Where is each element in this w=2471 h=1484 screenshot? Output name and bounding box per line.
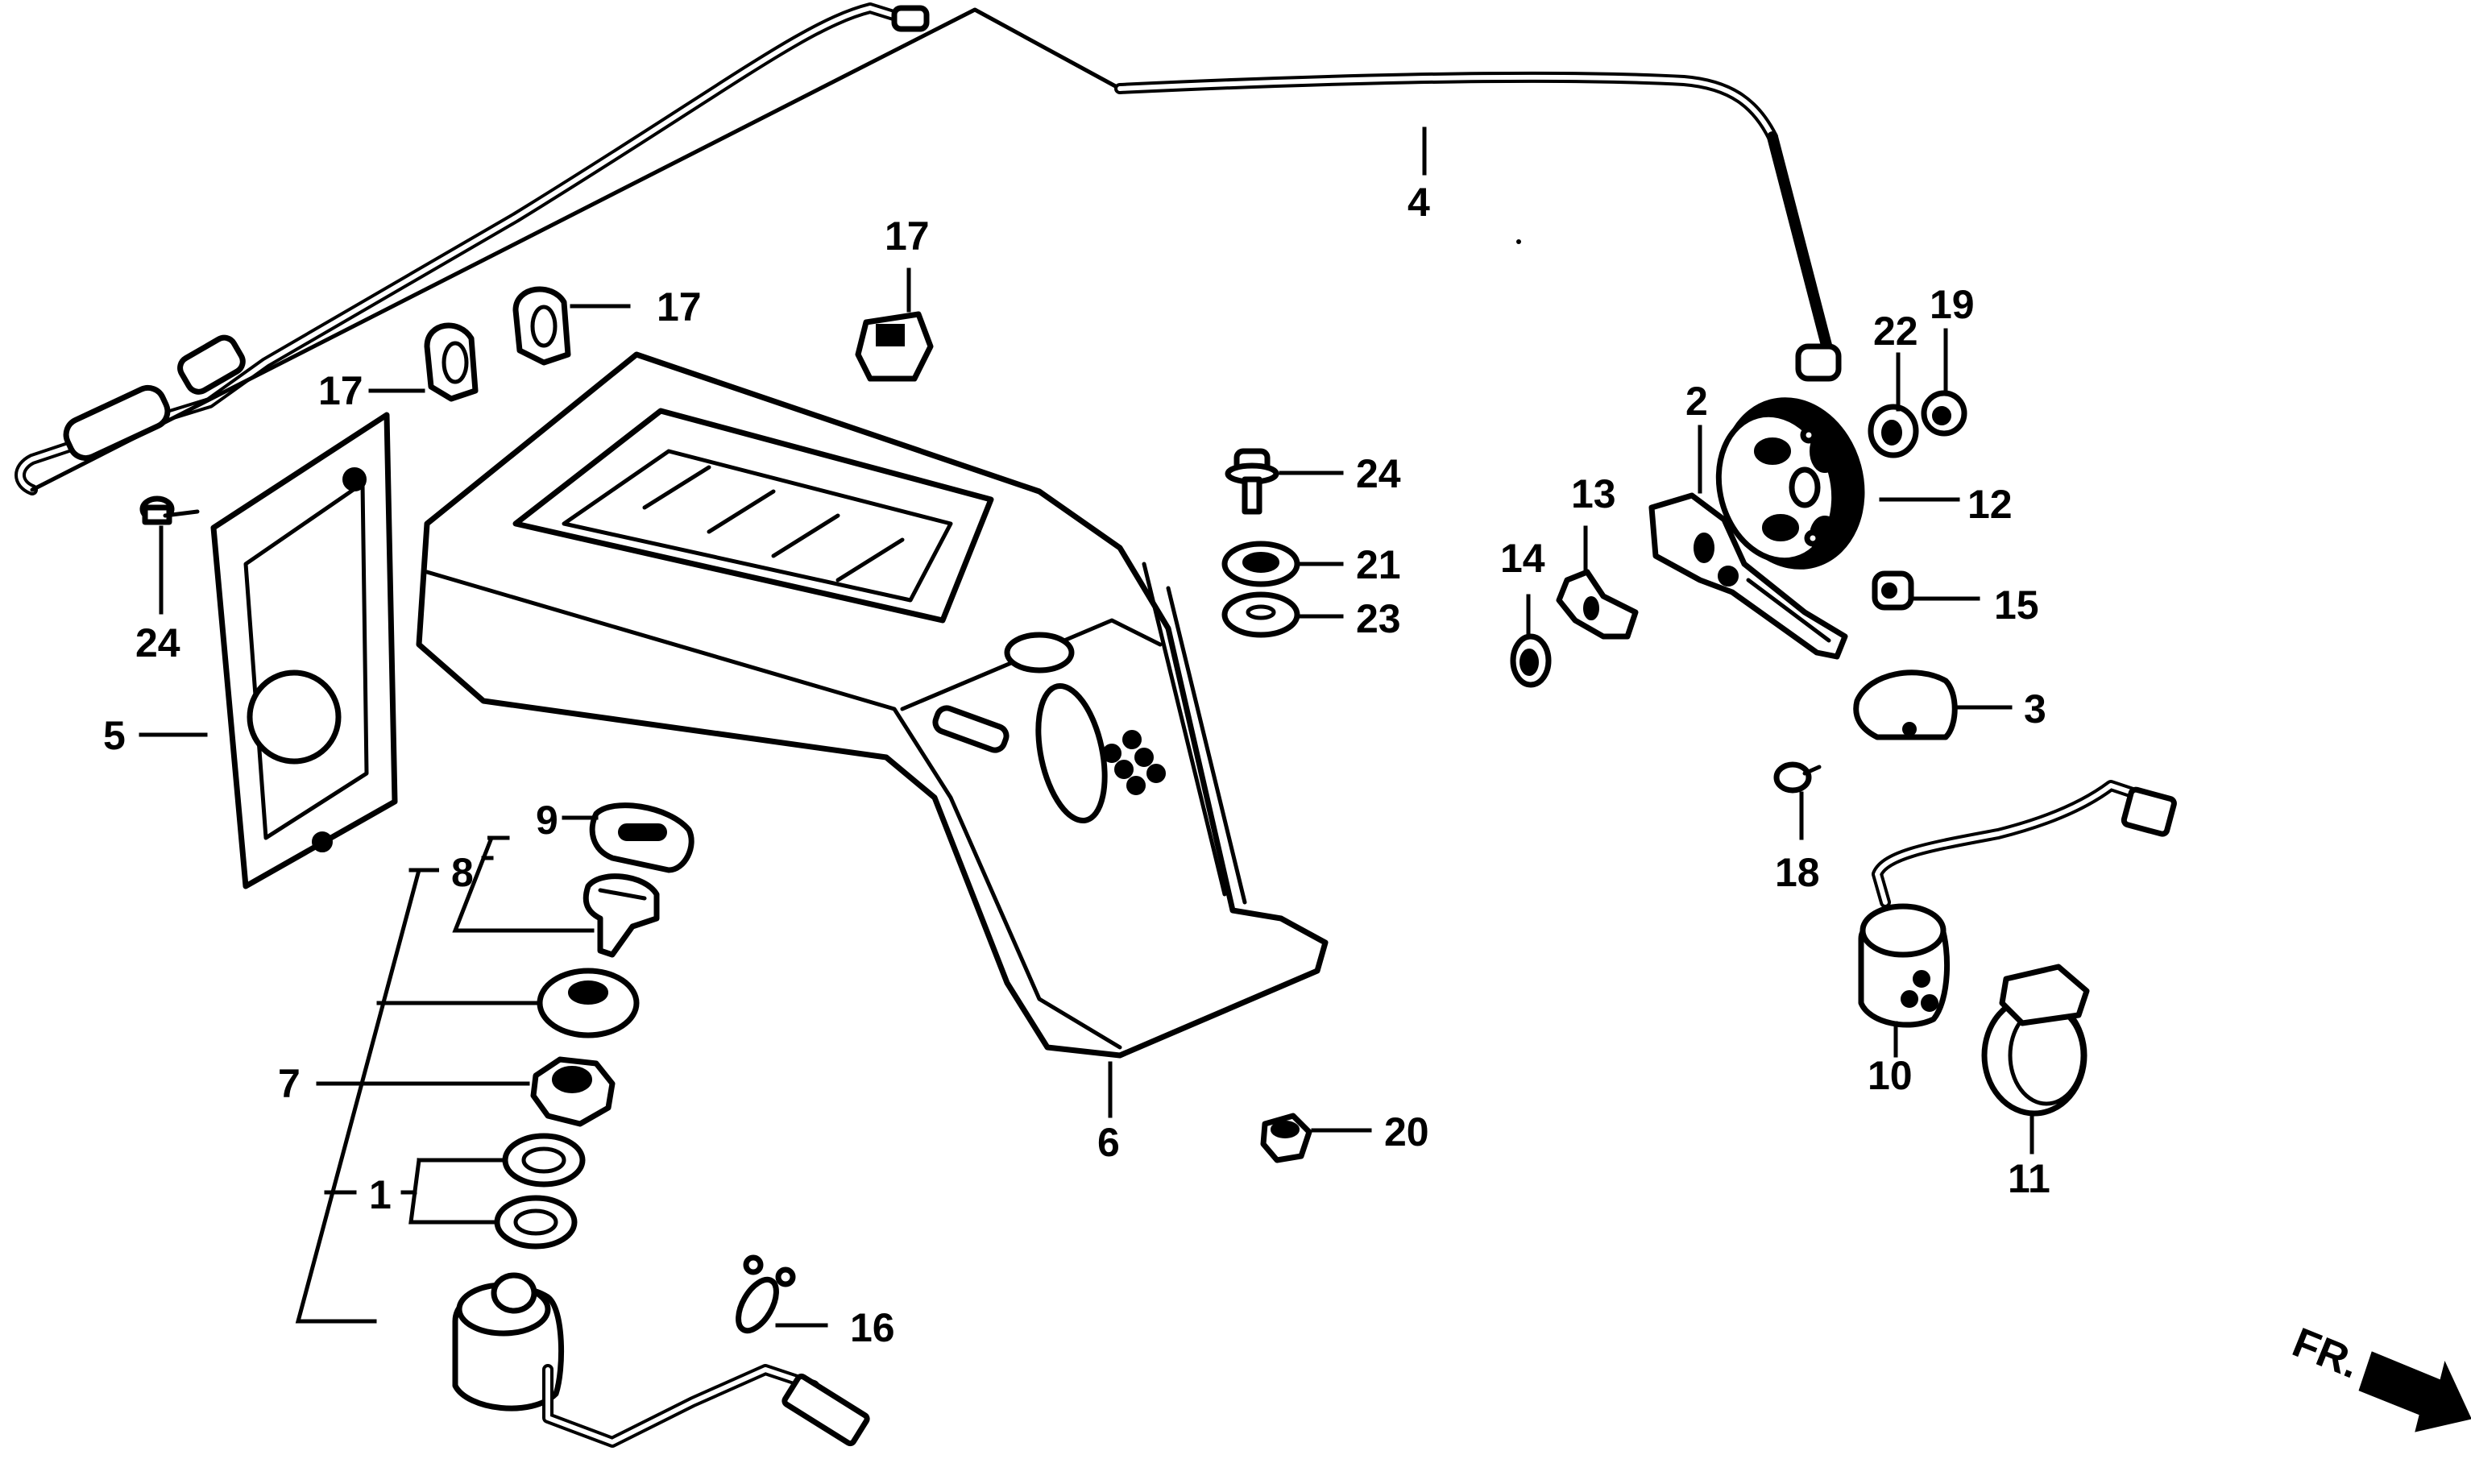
fr-label: FR. (2287, 1319, 2366, 1387)
washer-part-23[interactable] (1221, 591, 1300, 638)
callout-17b: 17 (657, 284, 702, 330)
vent-holes (1102, 730, 1166, 795)
clamp-band-part-11[interactable] (1981, 964, 2090, 1117)
callout-10: 10 (1868, 1053, 1913, 1098)
callout-4: 4 (1408, 180, 1430, 225)
knob-cap-part-3[interactable] (1853, 669, 1958, 740)
nut-part-15[interactable] (1872, 570, 1914, 611)
plain-washer-part-22[interactable] (1868, 404, 1919, 458)
washer-pair-part-1[interactable] (494, 1133, 586, 1250)
wire-clip-part-16[interactable] (731, 1254, 796, 1337)
callout-24a: 24 (1356, 451, 1401, 496)
callout-22: 22 (1873, 309, 1918, 354)
callout-1: 1 (369, 1172, 392, 1217)
callout-13: 13 (1571, 471, 1616, 516)
grommet-part-20[interactable] (1260, 1113, 1312, 1163)
callout-7: 7 (278, 1061, 301, 1106)
washer-part-14[interactable] (1510, 633, 1552, 688)
spring-washer-part-21[interactable] (1221, 541, 1300, 587)
callout-2: 2 (1685, 379, 1708, 424)
callout-11: 11 (2008, 1156, 2050, 1201)
callout-23: 23 (1356, 596, 1401, 641)
callout-8: 8 (451, 850, 474, 895)
switch-grommet[interactable] (537, 968, 640, 1038)
side-panel-part-5[interactable] (210, 412, 398, 889)
scan-speck (1516, 239, 1521, 244)
callout-17c: 17 (885, 213, 930, 259)
callout-20: 20 (1384, 1109, 1429, 1154)
screw-part-18[interactable] (1773, 761, 1822, 794)
callout-12: 12 (1967, 482, 2013, 527)
callout-19: 19 (1930, 282, 1975, 327)
callout-3: 3 (2024, 686, 2046, 732)
pulley-part-12[interactable] (1703, 384, 1881, 583)
cable-clamp-part-17-top[interactable] (855, 311, 934, 382)
callout-6: 6 (1097, 1120, 1120, 1165)
callout-5: 5 (103, 713, 126, 758)
stopper-plate-part-13[interactable] (1556, 569, 1639, 640)
switch-nut-part-7[interactable] (530, 1056, 616, 1127)
key-part-9[interactable] (589, 802, 694, 873)
switch-body-with-wire[interactable] (452, 1272, 870, 1448)
callout-15: 15 (1994, 582, 2039, 628)
callout-17a: 17 (318, 368, 363, 413)
lever-bracket-part-2[interactable] (1648, 492, 1848, 660)
flange-bolt-part-24-center[interactable] (1225, 448, 1279, 515)
callout-9: 9 (536, 798, 558, 843)
control-cable-part-4[interactable] (15, 2, 1842, 495)
flange-bolt-part-24-left[interactable] (139, 495, 200, 525)
bracket-leaders (295, 835, 595, 1324)
cable-clamp-part-17-middle[interactable] (512, 286, 571, 366)
key-second-part-8[interactable] (583, 873, 660, 958)
front-direction-marker: FR. (2287, 1319, 2471, 1432)
callout-21: 21 (1356, 542, 1401, 587)
arrow-down-right-icon (2358, 1351, 2471, 1432)
callout-14: 14 (1500, 536, 1545, 581)
callout-24b: 24 (135, 620, 180, 665)
callout-18: 18 (1775, 850, 1820, 895)
switch-body-part-10[interactable] (1858, 780, 2177, 1028)
main-cover-part-6[interactable] (416, 351, 1329, 1059)
nut-part-19[interactable] (1921, 390, 1967, 437)
callout-16: 16 (850, 1305, 895, 1350)
cable-clamp-part-17-left[interactable] (424, 322, 479, 402)
